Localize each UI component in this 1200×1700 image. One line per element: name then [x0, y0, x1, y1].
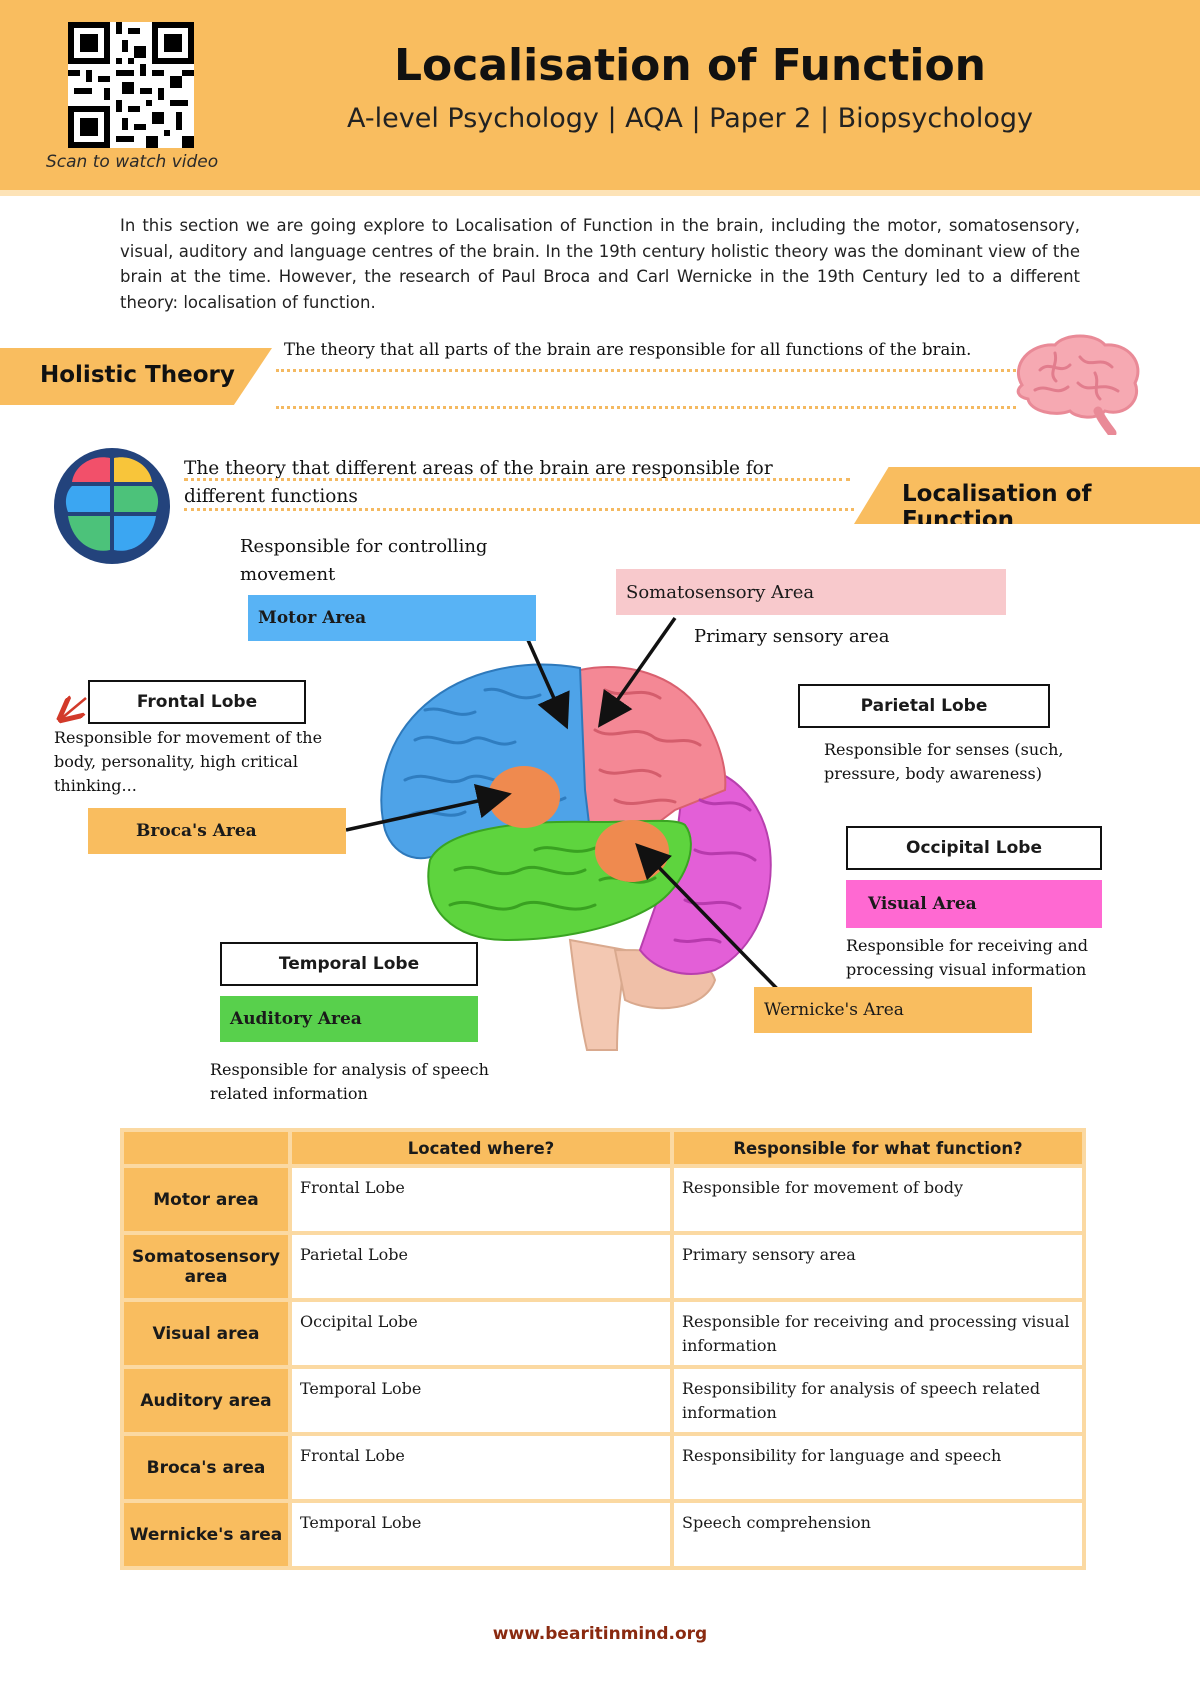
- row-function: Responsibility for language and speech: [670, 1432, 1086, 1503]
- localisation-label: Localisation of Function: [902, 481, 1092, 533]
- parietal-lobe-description: Responsible for senses (such, pressure, …: [824, 740, 1064, 783]
- brain-icon: [1000, 325, 1150, 438]
- temporal-lobe-label: Temporal Lobe: [220, 942, 478, 986]
- header-band: [0, 0, 1200, 190]
- dotted-line: [184, 508, 854, 511]
- localisation-banner: Localisation of Function: [854, 467, 1200, 524]
- somatosensory-area-description: Primary sensory area: [694, 626, 890, 647]
- row-function: Responsible for receiving and processing…: [670, 1298, 1086, 1369]
- row-area: Auditory area: [120, 1365, 292, 1436]
- table-header-function: Responsible for what function?: [670, 1128, 1086, 1168]
- somatosensory-area-label: Somatosensory Area: [616, 569, 1006, 615]
- footer-website-link[interactable]: www.bearitinmind.org: [492, 1624, 708, 1644]
- dotted-line: [184, 478, 850, 481]
- row-location: Occipital Lobe: [288, 1298, 674, 1369]
- frontal-lobe-label: Frontal Lobe: [88, 680, 306, 724]
- row-area: Motor area: [120, 1164, 292, 1235]
- holistic-theory-banner: Holistic Theory: [0, 348, 272, 405]
- table-row: Motor area Frontal Lobe Responsible for …: [120, 1164, 1086, 1235]
- row-area: Visual area: [120, 1298, 292, 1369]
- parietal-lobe-label: Parietal Lobe: [798, 684, 1050, 728]
- holistic-theory-label: Holistic Theory: [40, 362, 235, 388]
- broca-area-label: Broca's Area: [88, 808, 346, 854]
- function-table: Located where? Responsible for what func…: [120, 1128, 1086, 1570]
- motor-area-description: Responsible for controlling movement: [240, 536, 488, 585]
- visual-area-description: Responsible for receiving and processing…: [846, 936, 1088, 979]
- table-header-location: Located where?: [288, 1128, 674, 1168]
- localisation-definition: The theory that different areas of the b…: [184, 458, 773, 507]
- row-function: Responsibility for analysis of speech re…: [670, 1365, 1086, 1436]
- header-divider: [0, 190, 1200, 196]
- qr-code[interactable]: [68, 22, 194, 148]
- motor-area-label: Motor Area: [248, 595, 536, 641]
- table-header-blank: [120, 1128, 292, 1168]
- row-area: Somatosensory area: [120, 1231, 292, 1302]
- row-function: Responsible for movement of body: [670, 1164, 1086, 1235]
- colorful-brain-icon: [52, 446, 172, 566]
- table-row: Somatosensory area Parietal Lobe Primary…: [120, 1231, 1086, 1302]
- table-row: Broca's area Frontal Lobe Responsibility…: [120, 1432, 1086, 1503]
- dotted-line: [276, 406, 1016, 409]
- row-area: Wernicke's area: [120, 1499, 292, 1570]
- auditory-area-description: Responsible for analysis of speech relat…: [210, 1060, 489, 1103]
- visual-area-label: Visual Area: [846, 880, 1102, 928]
- intro-paragraph: In this section we are going explore to …: [120, 216, 1080, 312]
- row-function: Speech comprehension: [670, 1499, 1086, 1570]
- holistic-theory-definition: The theory that all parts of the brain a…: [284, 340, 972, 359]
- table-row: Wernicke's area Temporal Lobe Speech com…: [120, 1499, 1086, 1570]
- row-location: Parietal Lobe: [288, 1231, 674, 1302]
- row-area: Broca's area: [120, 1432, 292, 1503]
- page-subtitle: A-level Psychology | AQA | Paper 2 | Bio…: [347, 103, 1033, 134]
- page-title: Localisation of Function: [393, 40, 987, 91]
- qr-code-icon: [68, 22, 194, 148]
- table-row: Visual area Occipital Lobe Responsible f…: [120, 1298, 1086, 1369]
- row-location: Frontal Lobe: [288, 1164, 674, 1235]
- occipital-lobe-label: Occipital Lobe: [846, 826, 1102, 870]
- row-function: Primary sensory area: [670, 1231, 1086, 1302]
- row-location: Temporal Lobe: [288, 1499, 674, 1570]
- table-row: Auditory area Temporal Lobe Responsibili…: [120, 1365, 1086, 1436]
- dotted-line: [276, 369, 1016, 372]
- wernicke-area-label: Wernicke's Area: [754, 987, 1032, 1033]
- row-location: Temporal Lobe: [288, 1365, 674, 1436]
- auditory-area-label: Auditory Area: [220, 996, 478, 1042]
- qr-caption: Scan to watch video: [46, 152, 219, 172]
- frontal-lobe-description: Responsible for movement of the body, pe…: [54, 728, 323, 795]
- row-location: Frontal Lobe: [288, 1432, 674, 1503]
